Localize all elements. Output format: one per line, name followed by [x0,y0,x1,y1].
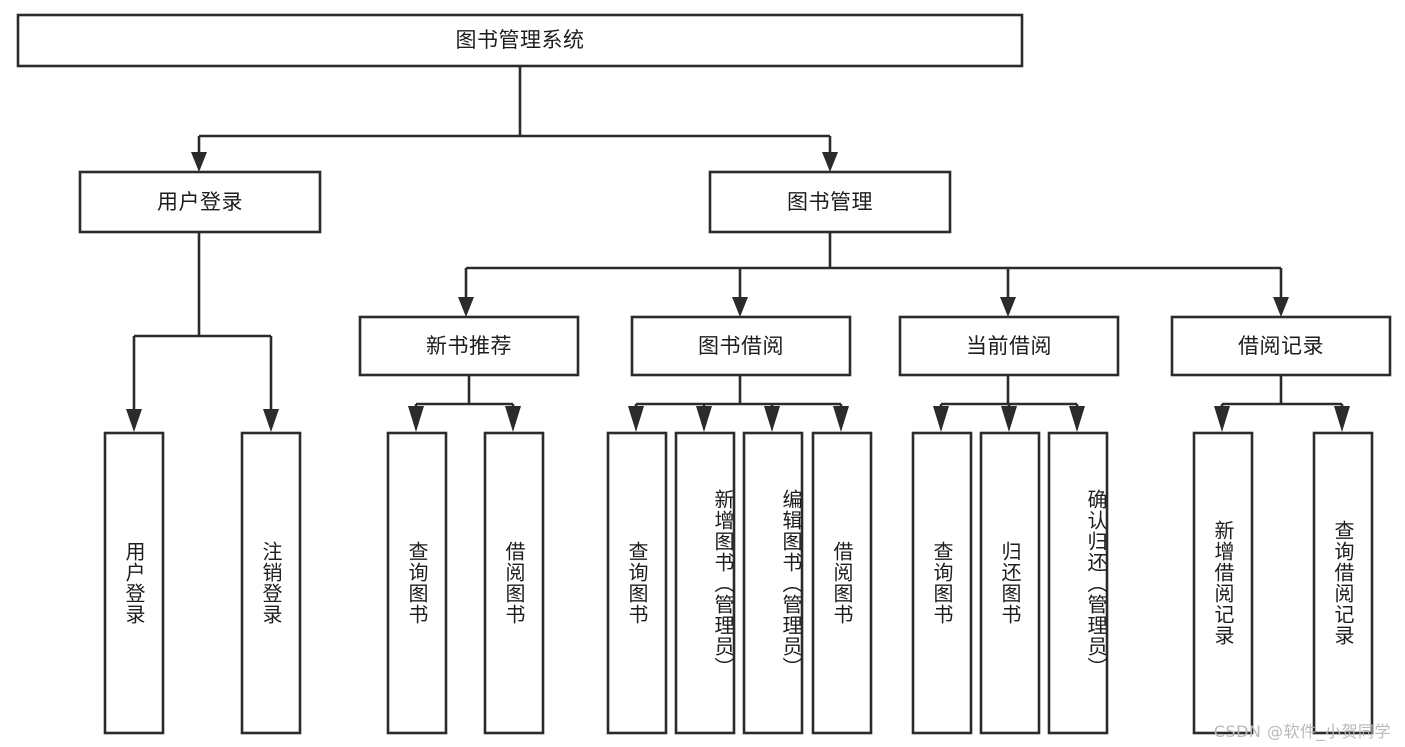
arrow-to-leaf-user-login [126,409,142,432]
node-box-leaf-logout[interactable] [240,431,302,735]
node-box-leaf-edit-book[interactable] [742,431,804,735]
arrow-to-leaf-query-book-2 [628,406,644,432]
node-box-leaf-query-book-2[interactable] [606,431,668,735]
arrow-to-book-borrow [732,297,748,317]
edge-group-new-book-rec-children [408,375,521,432]
arrow-to-current-borrow [1000,297,1016,317]
edge-group-book-manage [458,232,1289,317]
arrow-to-leaf-query-book-3 [933,406,949,432]
node-box-leaf-query-book-1[interactable] [386,431,448,735]
arrow-to-leaf-add-record [1214,406,1230,432]
node-box-leaf-add-book[interactable] [674,431,736,735]
arrow-to-leaf-add-book [696,406,712,432]
arrow-to-new-book-rec [458,297,474,317]
arrow-to-leaf-logout [263,409,279,432]
arrow-to-borrow-record [1273,297,1289,317]
node-box-leaf-return-book[interactable] [979,431,1041,735]
arrow-to-leaf-query-record [1334,406,1350,432]
node-box-leaf-query-book-3[interactable] [911,431,973,735]
node-box-new-book-rec[interactable] [358,315,580,377]
arrow-to-leaf-borrow-book-2 [833,406,849,432]
node-box-leaf-borrow-book-1[interactable] [483,431,545,735]
arrow-to-leaf-edit-book [764,406,780,432]
node-box-leaf-query-record[interactable] [1312,431,1374,735]
arrow-to-leaf-query-book-1 [408,406,424,432]
node-box-book-manage[interactable] [708,170,952,234]
arrow-to-leaf-borrow-book-1 [505,406,521,432]
arrow-to-leaf-confirm-return [1069,406,1085,432]
node-box-book-borrow[interactable] [630,315,852,377]
edge-group-borrow-record-children [1214,375,1350,432]
edge-group-user-login-children [126,232,279,432]
arrow-to-user-login [191,152,207,172]
node-box-user-login[interactable] [78,170,322,234]
node-box-leaf-borrow-book-2[interactable] [811,431,873,735]
edge-group-root [191,66,838,172]
node-box-root[interactable] [16,13,1024,68]
edge-group-current-borrow-children [933,375,1085,432]
edge-group-book-borrow-children [628,375,849,432]
arrow-to-leaf-return-book [1001,406,1017,432]
node-box-borrow-record[interactable] [1170,315,1392,377]
node-box-current-borrow[interactable] [898,315,1120,377]
arrow-to-book-manage [822,152,838,172]
node-box-leaf-add-record[interactable] [1192,431,1254,735]
node-box-leaf-confirm-return[interactable] [1047,431,1109,735]
node-box-leaf-user-login[interactable] [103,431,165,735]
